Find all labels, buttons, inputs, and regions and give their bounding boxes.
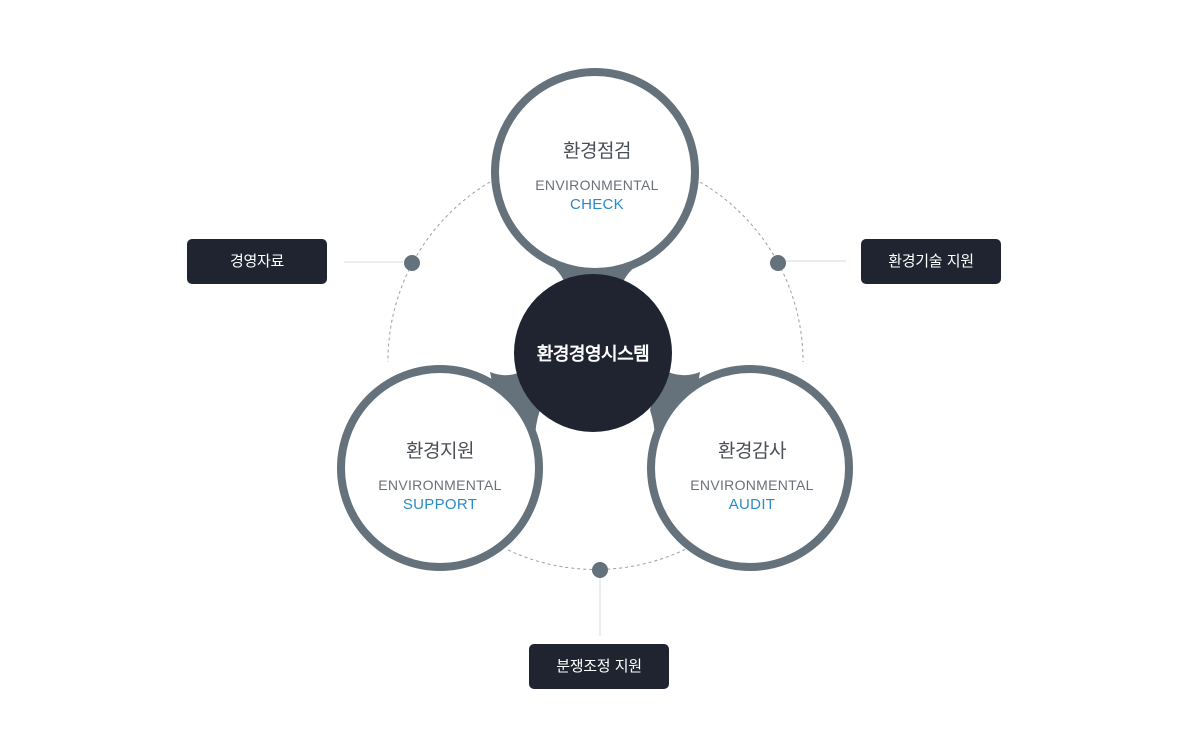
node-support: 환경지원 ENVIRONMENTAL SUPPORT [340,436,540,513]
orbit-arc-right [699,181,804,363]
center-circle [514,274,672,432]
ring-audit [647,365,853,571]
node-support-en-top: ENVIRONMENTAL [378,477,502,493]
node-support-en-bottom: SUPPORT [402,496,478,513]
dot-right [770,255,786,271]
box-dispute-support: 분쟁조정 지원 [529,644,669,689]
node-audit-title: 환경감사 [718,440,786,462]
node-support-title: 환경지원 [406,440,474,462]
ring-check [491,68,699,276]
orbit-arc-left [387,181,491,363]
box-tech-support: 환경기술 지원 [861,239,1001,284]
node-audit-en-bottom: AUDIT [728,496,776,513]
node-audit: 환경감사 ENVIRONMENTAL AUDIT [652,436,852,513]
box-management-data: 경영자료 [187,239,327,284]
node-check: 환경점검 ENVIRONMENTAL CHECK [497,136,697,213]
dot-bottom [592,562,608,578]
node-audit-en-top: ENVIRONMENTAL [690,477,814,493]
node-check-en-top: ENVIRONMENTAL [535,177,659,193]
ring-support [337,365,543,571]
node-check-en-bottom: CHECK [569,196,624,213]
connector-lines [344,260,846,636]
node-check-title: 환경점검 [563,140,631,162]
orbit-arc-bottom [507,547,689,570]
center-title: 환경경영시스템 [536,344,650,365]
dot-left [404,255,420,271]
orbit-dots [404,255,786,578]
